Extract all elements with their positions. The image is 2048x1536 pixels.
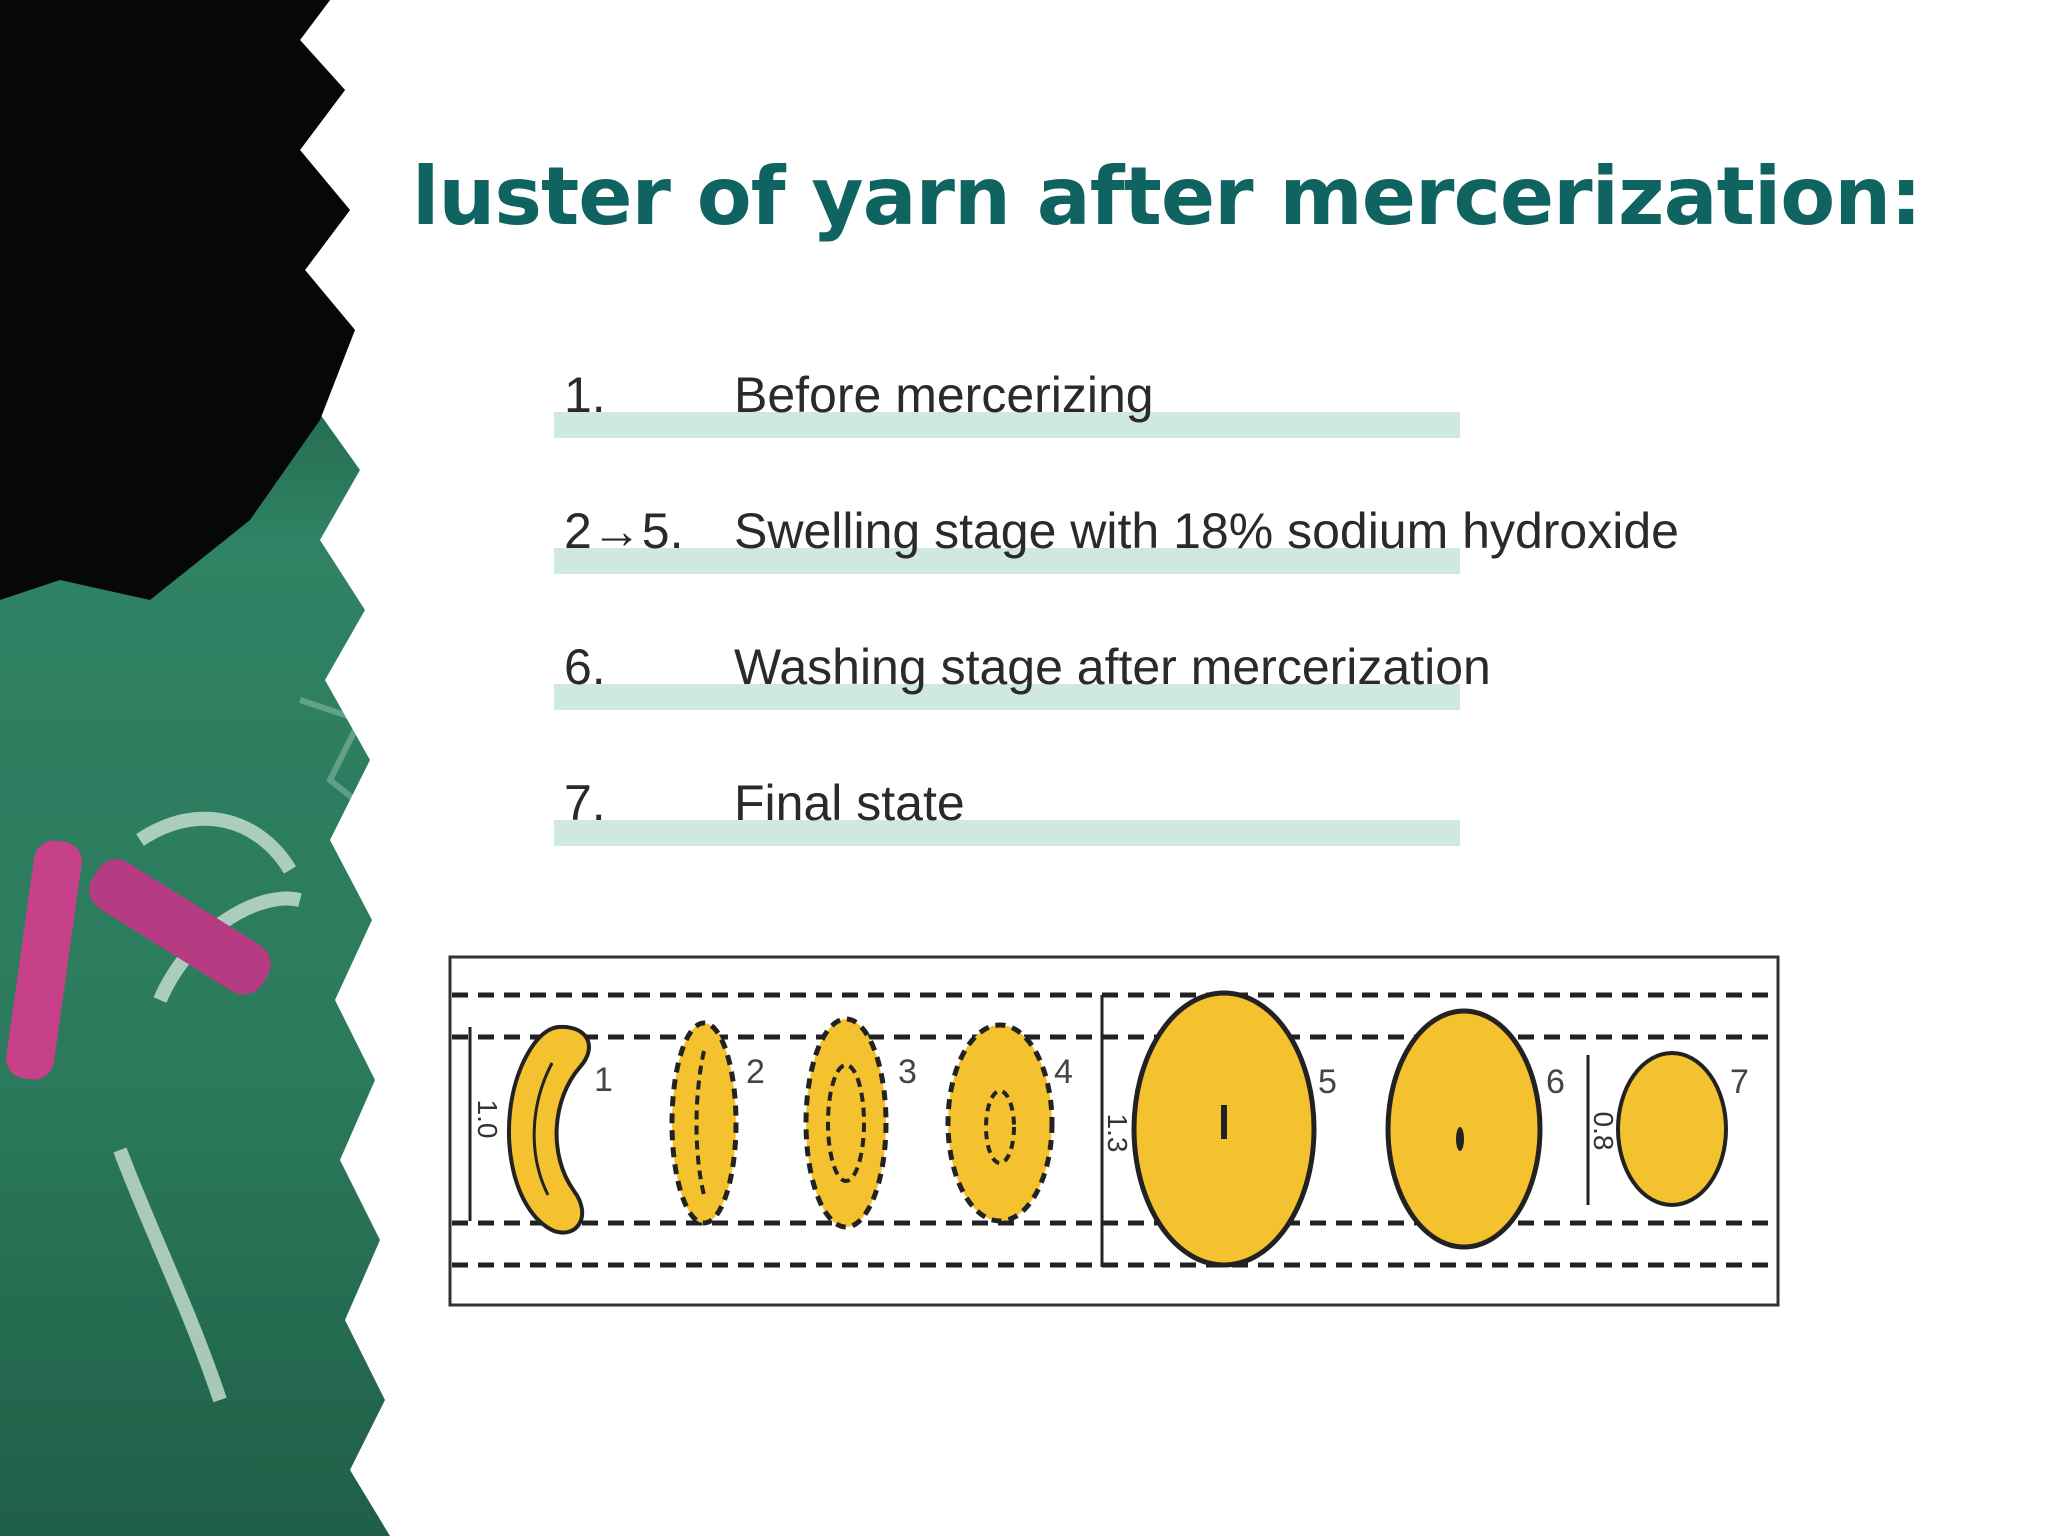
fiber-lumen — [532, 1062, 554, 1196]
stage-label: 1 — [594, 1061, 613, 1099]
legend-number: 1. — [564, 367, 606, 423]
fiber-lumen — [1456, 1127, 1464, 1151]
fiber-lumen — [1221, 1105, 1227, 1139]
fiber-lumen — [826, 1063, 866, 1183]
legend-row-4: 7. Final state — [550, 758, 1750, 858]
legend-text: Swelling stage with 18% sodium hydroxide — [734, 503, 1679, 559]
legend-highlight — [554, 820, 1460, 846]
fiber-stage-4 — [945, 1022, 1055, 1224]
fiber-stage-2 — [669, 1020, 739, 1226]
stage-label: 4 — [1054, 1053, 1073, 1091]
dimension-label: 1.0 — [472, 1100, 503, 1139]
stage-label: 2 — [746, 1053, 765, 1091]
fiber-lumen — [694, 1050, 706, 1196]
fiber-stage-3 — [803, 1016, 889, 1230]
dimension-label: 1.3 — [1102, 1114, 1133, 1153]
fiber-stage-1 — [506, 1024, 591, 1235]
dimension-label: 0.8 — [1588, 1112, 1619, 1151]
legend-text: Final state — [734, 775, 965, 831]
stage-label: 6 — [1546, 1063, 1565, 1101]
stage-label: 3 — [898, 1053, 917, 1091]
legend-number: 7. — [564, 775, 606, 831]
stage-legend: 1. Before mercerizing 2→5. Swelling stag… — [550, 350, 1750, 870]
legend-number: 2→5. — [564, 503, 684, 559]
legend-highlight — [554, 548, 1460, 574]
legend-text: Washing stage after mercerization — [734, 639, 1491, 695]
fiber-stage-6 — [1385, 1008, 1543, 1250]
slide-title: luster of yarn after mercerization: — [412, 150, 1922, 243]
legend-text: Before mercerizing — [734, 367, 1154, 423]
legend-row-2: 2→5. Swelling stage with 18% sodium hydr… — [550, 486, 1750, 586]
fiber-lumen — [984, 1089, 1016, 1165]
legend-row-1: 1. Before mercerizing — [550, 350, 1750, 450]
fiber-cross-section-diagram: 1.0 1.3 0.8 1 2 3 4 5 6 7 — [448, 955, 1780, 1307]
fiber-stage-7 — [1616, 1051, 1728, 1207]
legend-highlight — [554, 412, 1460, 438]
legend-highlight — [554, 684, 1460, 710]
stage-label: 7 — [1730, 1063, 1749, 1101]
legend-number: 6. — [564, 639, 606, 695]
legend-row-3: 6. Washing stage after mercerization — [550, 622, 1750, 722]
stage-label: 5 — [1318, 1063, 1337, 1101]
chalkboard-decoration — [0, 0, 390, 1536]
